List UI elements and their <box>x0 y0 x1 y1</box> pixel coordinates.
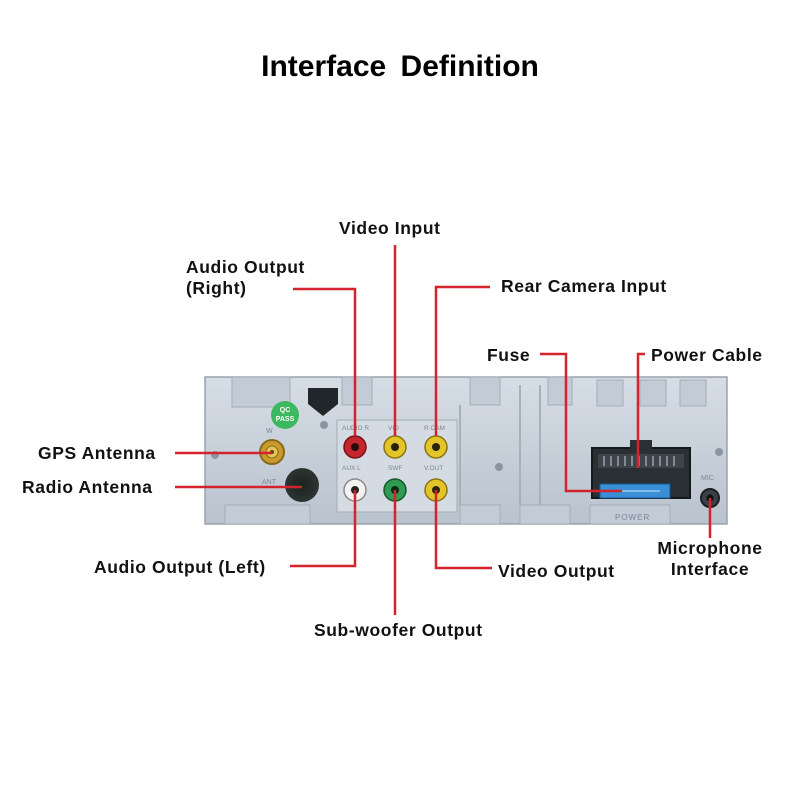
label-power-cable: Power Cable <box>651 345 763 365</box>
label-video-input: Video Input <box>339 218 441 238</box>
mic-marking: MIC <box>701 475 714 482</box>
label-fuse: Fuse <box>487 345 531 365</box>
label-subwoofer-output: Sub-woofer Output <box>314 620 483 640</box>
leader-audio-output-left <box>290 490 357 568</box>
label-rear-camera-input: Rear Camera Input <box>501 276 667 296</box>
leader-fuse <box>540 352 622 493</box>
leader-video-output <box>434 490 492 570</box>
qc-badge-text-1: QC <box>280 407 291 414</box>
leader-rear-camera-input <box>434 285 490 436</box>
qc-pass-badge: QC PASS <box>271 401 299 429</box>
label-microphone-interface-line2: Interface <box>670 559 750 579</box>
qc-badge-text-2: PASS <box>276 416 295 423</box>
power-marking: POWER <box>615 513 650 522</box>
leader-audio-output-right <box>293 287 357 436</box>
audio-l-marking: AUX L <box>342 465 361 472</box>
rca-video-input-jack <box>383 435 407 459</box>
leader-power-cable <box>636 352 645 468</box>
label-audio-output-right-line2: (Right) <box>186 278 247 298</box>
label-gps-antenna: GPS Antenna <box>38 443 156 463</box>
label-audio-output-left: Audio Output (Left) <box>94 557 266 577</box>
rca-rear-camera-jack <box>424 435 448 459</box>
label-audio-output-right-line1: Audio Output <box>186 257 305 277</box>
radio-antenna-port: ANT <box>262 468 319 502</box>
label-microphone-interface-line1: Microphone <box>657 538 763 558</box>
mounting-cutout <box>308 388 338 416</box>
rca-audio-right-jack <box>343 435 367 459</box>
label-radio-antenna: Radio Antenna <box>22 477 153 497</box>
diagram-title: Interface Definition <box>261 50 539 83</box>
rear-cam-marking: R CAM <box>424 425 445 432</box>
swf-marking: SWF <box>388 465 402 472</box>
gps-marking: W <box>266 428 273 435</box>
video-marking: VID <box>388 425 399 432</box>
vout-marking: V.OUT <box>424 465 443 472</box>
ant-marking: ANT <box>262 479 277 486</box>
label-video-output: Video Output <box>498 561 615 581</box>
